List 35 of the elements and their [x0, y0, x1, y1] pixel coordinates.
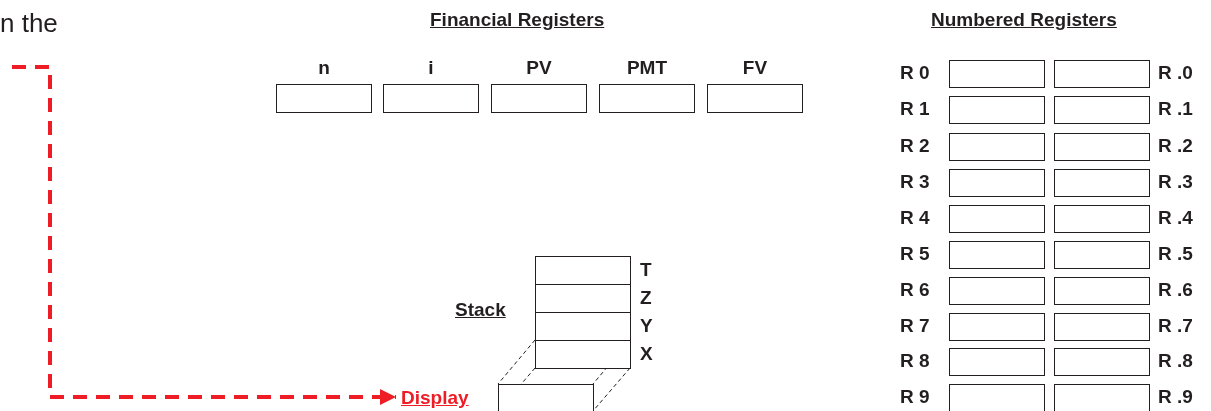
section-heading: Stack: [455, 299, 506, 321]
register-label: R 6: [900, 280, 930, 300]
section-heading: Numbered Registers: [931, 9, 1117, 31]
register-label: i: [427, 58, 435, 78]
register-label: R .3: [1158, 172, 1193, 192]
register-label: R .0: [1158, 63, 1193, 83]
register-label: R 1: [900, 99, 930, 119]
display-label: Display: [401, 388, 469, 408]
register-label: R .4: [1158, 208, 1193, 228]
register-label: X: [640, 344, 653, 364]
register-label: R .5: [1158, 244, 1193, 264]
register-label: R .1: [1158, 99, 1193, 119]
register-label: R 0: [900, 63, 930, 83]
register-label: R 3: [900, 172, 930, 192]
register-label: R 4: [900, 208, 930, 228]
register-label: R .2: [1158, 136, 1193, 156]
register-label: R 5: [900, 244, 930, 264]
register-label: PV: [525, 58, 553, 78]
arrow: [12, 65, 396, 405]
register-label: FV: [741, 58, 769, 78]
register-label: R .6: [1158, 280, 1193, 300]
register-label: R 2: [900, 136, 930, 156]
register-label: R .7: [1158, 316, 1193, 336]
section-heading: Financial Registers: [430, 9, 605, 31]
register-label: T: [640, 260, 652, 280]
register-label: Z: [640, 288, 652, 308]
register-label: R 9: [900, 387, 930, 407]
register-label: R .9: [1158, 387, 1193, 407]
text-fragment: n the: [0, 8, 58, 38]
register-label: R .8: [1158, 351, 1193, 371]
register-label: n: [317, 58, 331, 78]
register-label: Y: [640, 316, 653, 336]
register-label: R 7: [900, 316, 930, 336]
register-label: PMT: [625, 58, 669, 78]
register-label: R 8: [900, 351, 930, 371]
